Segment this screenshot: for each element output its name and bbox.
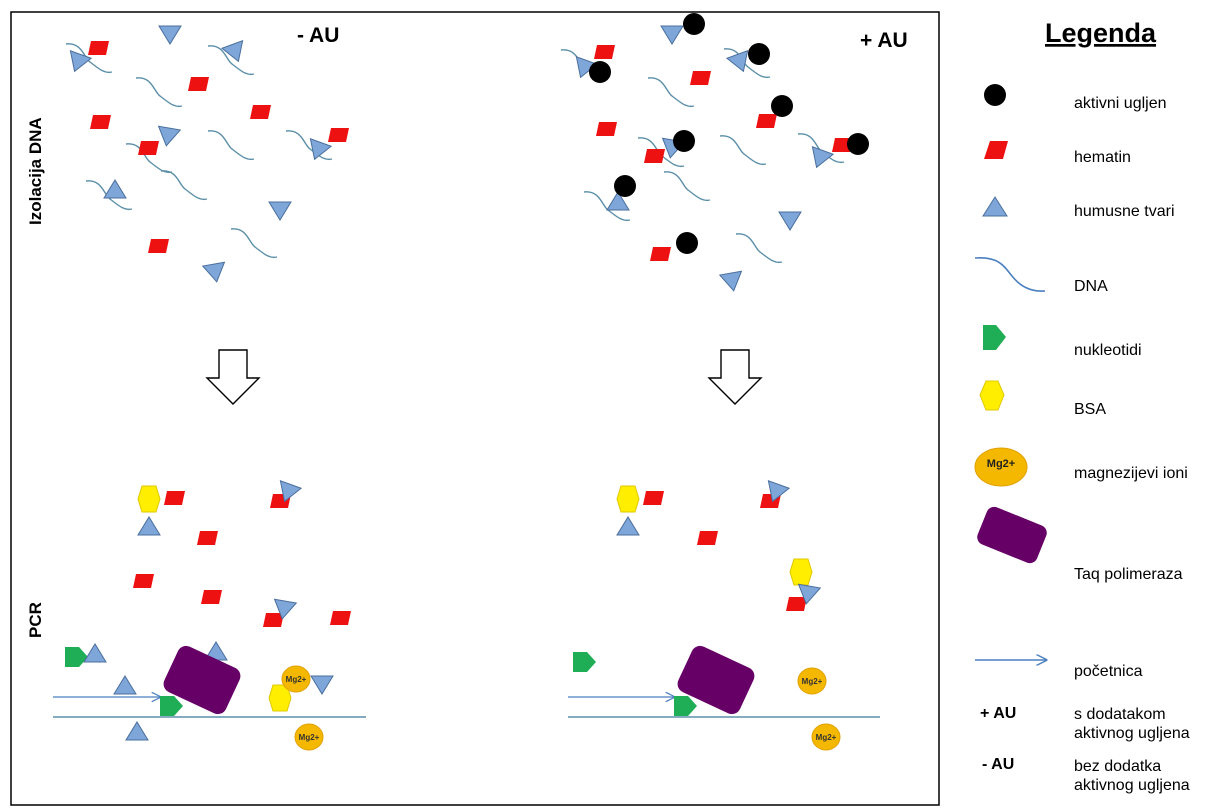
isolation-scene-plus-au: [560, 13, 869, 294]
pcr-scene-plus-au: Mg2+ Mg2+: [568, 480, 880, 751]
taq-polymerase-icon: [977, 506, 1047, 564]
row-label-pcr: PCR: [26, 602, 45, 638]
main-panel-border: [10, 11, 940, 806]
bsa-icon: [979, 380, 1005, 411]
mg-ion-label: Mg2+: [802, 677, 823, 686]
legend-minus-au-line1: bez dodatka: [1074, 758, 1161, 775]
legend-minus-au-line2: aktivnog ugljena: [1074, 777, 1190, 794]
legend-minus-au-abbr: - AU: [982, 756, 1014, 773]
magnesium-ion-icon: [974, 447, 1028, 487]
mg-ion-label: Mg2+: [299, 733, 320, 742]
legend-plus-au-line2: aktivnog ugljena: [1074, 725, 1190, 742]
legend-label-charcoal: aktivni ugljen: [1074, 95, 1167, 112]
legend-label-bsa: BSA: [1074, 401, 1106, 418]
charcoal-icon: [984, 84, 1006, 106]
legend: Legenda aktivni ugljen hematin humusne t…: [974, 18, 1190, 794]
legend-label-humic: humusne tvari: [1074, 203, 1175, 220]
legend-label-dna: DNA: [1074, 278, 1108, 295]
pcr-scene-minus-au: Mg2+ Mg2+: [53, 480, 366, 751]
humic-substance-icon: [982, 196, 1008, 217]
legend-label-taq: Taq polimeraza: [1074, 566, 1183, 583]
isolation-scene-minus-au: [63, 25, 349, 285]
nucleotide-icon: [983, 325, 1006, 350]
legend-plus-au-line1: s dodatakom: [1074, 706, 1166, 723]
legend-mg-symbol: Mg2+: [987, 458, 1015, 470]
legend-plus-au-abbr: + AU: [980, 705, 1016, 722]
row-label-dna-isolation: Izolacija DNA: [26, 117, 45, 225]
dna-icon: [974, 257, 1046, 292]
header-minus-au: - AU: [297, 24, 339, 47]
legend-label-primer: početnica: [1074, 663, 1143, 680]
mg-ion-label: Mg2+: [286, 675, 307, 684]
legend-label-hematin: hematin: [1074, 149, 1131, 166]
legend-title: Legenda: [1045, 18, 1157, 48]
header-plus-au: + AU: [860, 29, 908, 52]
down-arrow-left: [205, 349, 261, 405]
hematin-icon: [984, 141, 1008, 159]
legend-label-nucleotides: nukleotidi: [1074, 342, 1142, 359]
down-arrow-right: [707, 349, 763, 405]
legend-label-magnesium: magnezijevi ioni: [1074, 465, 1188, 482]
mg-ion-label: Mg2+: [816, 733, 837, 742]
